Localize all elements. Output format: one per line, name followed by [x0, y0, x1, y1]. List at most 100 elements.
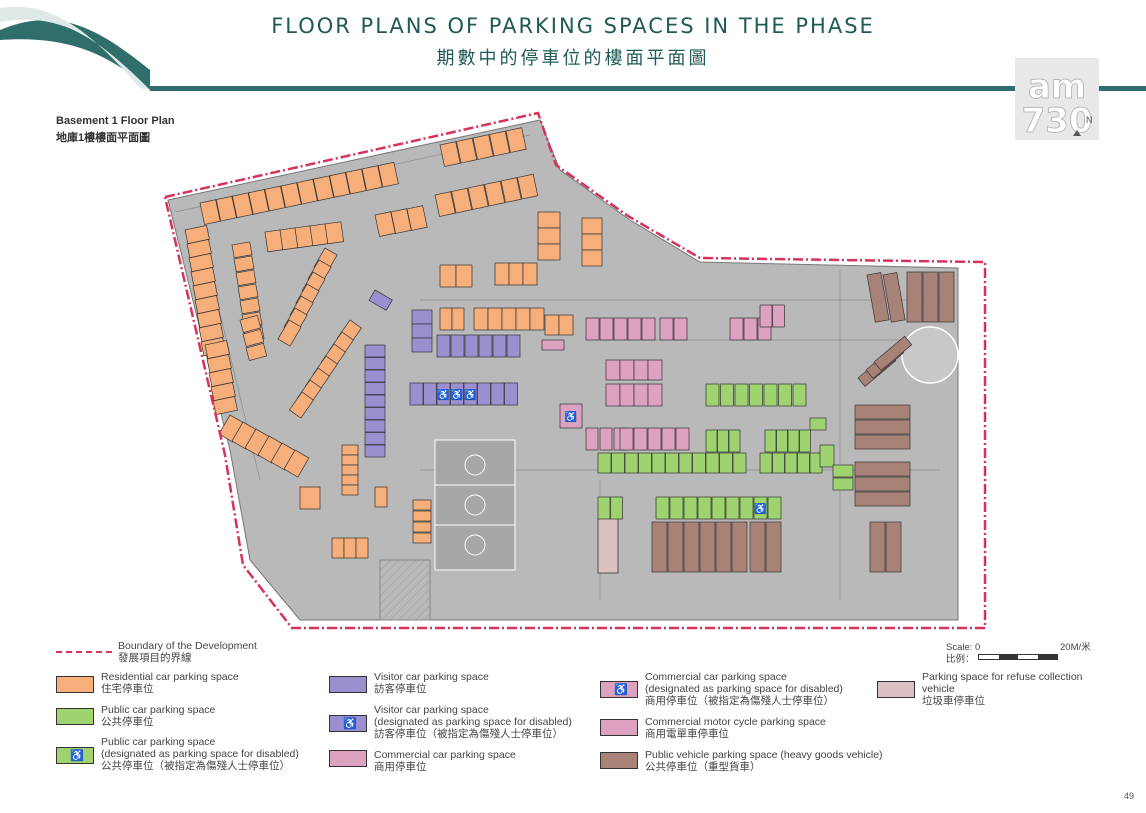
- residential-space: [439, 141, 461, 167]
- scale-label-zh: 比例：: [946, 654, 975, 665]
- commercial-space: [619, 427, 634, 451]
- floor-area: [167, 119, 959, 621]
- residential-space: [239, 314, 262, 333]
- legend-refuse-en2: vehicle: [922, 683, 955, 695]
- public-space: [764, 429, 777, 453]
- public-space: [720, 383, 734, 407]
- residential-space: [515, 307, 531, 331]
- commercial-space: [585, 427, 599, 451]
- plan-title-en: Basement 1 Floor Plan: [56, 115, 175, 127]
- heavy-goods-space: [854, 404, 911, 420]
- heavy-goods-space: [765, 521, 782, 573]
- legend-visitor-zh: 訪客停車位: [374, 683, 427, 695]
- residential-space: [341, 464, 359, 476]
- commercial-space: [585, 317, 600, 341]
- residential-space: [489, 130, 511, 157]
- residential-space: [242, 328, 265, 347]
- legend-heavy-goods-zh: 公共停車位（重型貨車）: [645, 761, 761, 773]
- residential-space: [280, 182, 302, 208]
- commercial-space: [613, 317, 628, 341]
- visitor-space: [411, 309, 433, 325]
- residential-space: [500, 177, 522, 203]
- commercial-space: [605, 359, 621, 381]
- heavy-goods-space: [869, 521, 886, 573]
- legend-commercial-moto-zh: 商用電單車停車位: [645, 728, 729, 740]
- visitor-space: [364, 382, 386, 395]
- residential-space: [215, 195, 237, 222]
- wheelchair-icon: ♿: [754, 502, 766, 515]
- legend-swatch-heavy-goods: [600, 752, 638, 769]
- residential-space: [412, 510, 432, 522]
- public-space: [753, 496, 768, 520]
- legend-commercial-en: Commercial car parking space: [374, 749, 516, 761]
- public-space: [832, 464, 854, 478]
- residential-space: [345, 168, 367, 195]
- residential-space: [472, 134, 494, 160]
- residential-space: [329, 172, 351, 198]
- residential-space: [299, 486, 321, 510]
- visitor-space: [364, 344, 386, 358]
- residential-space: [508, 262, 524, 286]
- wheelchair-icon: ♿: [70, 750, 84, 762]
- public-space: [734, 383, 749, 407]
- visitor-space: [450, 334, 465, 358]
- residential-space: [581, 217, 603, 235]
- scale-label-en: Scale:: [946, 642, 973, 653]
- residential-space: [558, 314, 574, 336]
- public-space: [797, 452, 810, 474]
- residential-space: [331, 537, 345, 559]
- commercial-space: [605, 383, 621, 407]
- residential-space: [199, 199, 221, 225]
- legend-boundary-zh: 發展項目的界線: [118, 652, 192, 664]
- visitor-space: [364, 357, 386, 370]
- public-space: [705, 383, 720, 407]
- header-swoosh: [0, 6, 1146, 91]
- public-space: [784, 452, 798, 474]
- public-space: [705, 429, 718, 453]
- residential-space: [484, 180, 506, 207]
- residential-space: [343, 537, 357, 559]
- boundary-legend-line: [56, 651, 112, 653]
- residential-space: [341, 444, 359, 456]
- public-space: [669, 496, 684, 520]
- public-space: [749, 383, 763, 407]
- heavy-goods-space: [667, 521, 684, 573]
- legend-boundary-en: Boundary of the Development: [118, 640, 257, 652]
- visitor-space: [504, 382, 518, 406]
- legend-visitor: Visitor car parking space 訪客停車位: [374, 671, 489, 695]
- legend-public-disabled-zh: 公共停車位（被指定為傷殘人士停車位）: [101, 760, 290, 772]
- heavy-goods-space: [873, 335, 913, 371]
- commercial-space: [729, 317, 744, 341]
- commercial-space: [619, 359, 635, 381]
- public-space: [772, 452, 785, 474]
- residential-space: [231, 192, 254, 219]
- visitor-space: [364, 432, 386, 445]
- public-space: [678, 452, 693, 474]
- residential-space: [374, 486, 388, 508]
- heavy-goods-space: [651, 521, 668, 573]
- legend-public-disabled-en: Public car parking space: [101, 736, 216, 748]
- heavy-goods-space: [699, 521, 716, 573]
- legend-commercial-moto: Commercial motor cycle parking space 商用電…: [645, 716, 826, 740]
- legend-residential-en: Residential car parking space: [101, 671, 239, 683]
- heavy-goods-space: [866, 272, 890, 323]
- residential-space: [467, 184, 489, 210]
- residential-space: [288, 391, 314, 419]
- page-title-en: FLOOR PLANS OF PARKING SPACES IN THE PHA…: [271, 14, 875, 38]
- commercial-space: [772, 304, 785, 328]
- residential-space: [341, 474, 359, 486]
- public-space: [611, 452, 625, 474]
- residential-space: [412, 532, 432, 544]
- sports-courts: [434, 439, 516, 571]
- floor-plan-map: ♿♿♿♿♿: [163, 111, 987, 630]
- legend-swatch-commercial: [329, 750, 367, 767]
- legend-visitor-en: Visitor car parking space: [374, 671, 489, 683]
- residential-space: [434, 191, 456, 217]
- page-number: 49: [1124, 791, 1135, 801]
- commercial-space: [647, 427, 662, 451]
- residential-space: [341, 454, 359, 466]
- public-space: [767, 496, 782, 520]
- residential-space: [412, 521, 432, 533]
- public-space: [819, 444, 835, 468]
- commercial-space: [641, 317, 656, 341]
